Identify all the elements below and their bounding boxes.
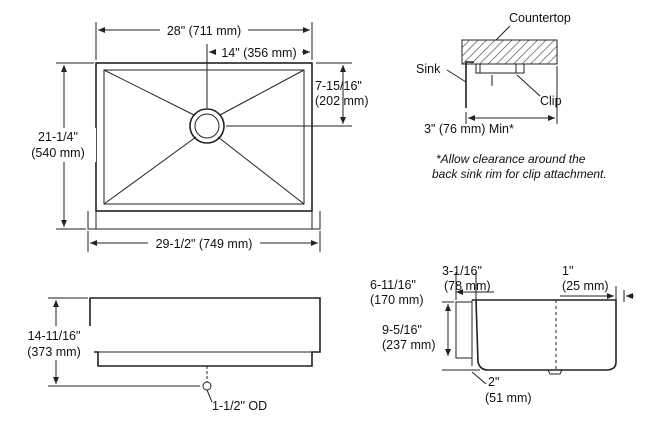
- sink-label: Sink: [416, 62, 441, 76]
- drain-offset-label-2: (202 mm): [315, 94, 368, 108]
- side-view: 3-1/16" (78 mm) 1" (25 mm) 6-11/16" (170…: [370, 264, 634, 405]
- side-apron-label-2: (170 mm): [370, 293, 423, 307]
- height-label-1: 21-1/4": [38, 130, 78, 144]
- center-offset-label: 14" (356 mm): [221, 46, 296, 60]
- overall-width-label: 28" (711 mm): [167, 24, 241, 38]
- top-view: 28" (711 mm) 14" (356 mm) 7-15/16" (202 …: [30, 22, 368, 252]
- drain-inner: [194, 113, 220, 139]
- front-height-label-1: 14-11/16": [28, 329, 81, 343]
- clearance-note-line1: *Allow clearance around the: [436, 152, 586, 166]
- side-depth-label-1: 9-5/16": [382, 323, 422, 337]
- clip-label: Clip: [540, 94, 562, 108]
- side-apron: [455, 301, 473, 359]
- clearance-note-line2: back sink rim for clip attachment.: [432, 167, 607, 181]
- clearance-label: 3" (76 mm) Min*: [424, 122, 514, 136]
- side-top-offset-label-2: (78 mm): [444, 279, 491, 293]
- countertop-label: Countertop: [509, 11, 571, 25]
- side-apron-label-1: 6-11/16": [370, 278, 416, 292]
- side-rim-label-2: (25 mm): [562, 279, 609, 293]
- sink-outer-rim: [95, 62, 313, 212]
- apron-flange: [87, 211, 321, 230]
- drain-outlet: [202, 381, 212, 391]
- height-label-2: (540 mm): [31, 146, 84, 160]
- drain-offset-label-1: 7-15/16": [315, 79, 362, 93]
- front-height-label-2: (373 mm): [27, 345, 80, 359]
- drain-size-label: 1-1/2" OD: [212, 399, 267, 413]
- side-top-offset-label-1: 3-1/16": [442, 264, 482, 278]
- sink-rim-profile: [465, 61, 474, 108]
- front-view: 1-1/2" OD 14-11/16" (373 mm): [18, 297, 321, 413]
- side-bottom-label-1: 2": [488, 375, 499, 389]
- bottom-width-label: 29-1/2" (749 mm): [156, 237, 253, 251]
- clip-detail: Countertop Sink Clip 3" (76 mm) Min* *Al…: [416, 11, 607, 181]
- side-bowl-profile: [472, 299, 617, 371]
- countertop-block: [461, 39, 558, 65]
- sink-bowl: [103, 69, 305, 205]
- drain-outer: [189, 108, 225, 144]
- side-bottom-label-2: (51 mm): [485, 391, 532, 405]
- clip-shape: [475, 64, 525, 74]
- side-rim-label-1: 1": [562, 264, 573, 278]
- front-apron-outline: [89, 297, 321, 367]
- side-depth-label-2: (237 mm): [382, 338, 435, 352]
